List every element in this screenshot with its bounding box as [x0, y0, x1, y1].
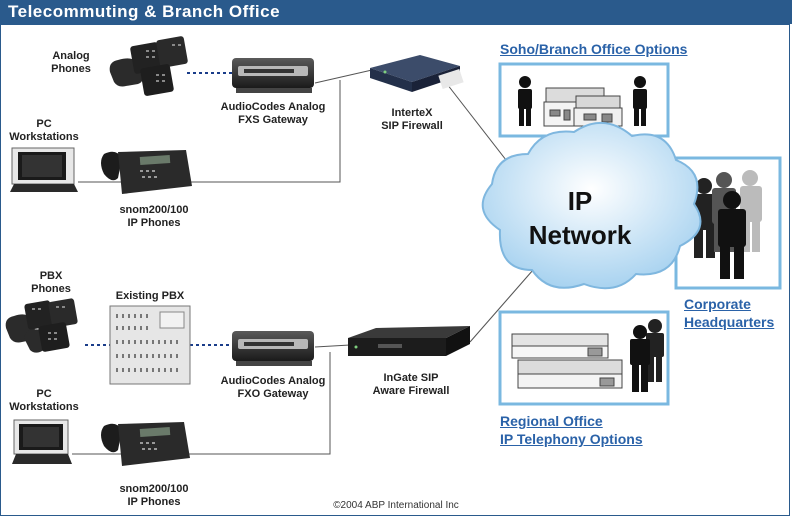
- regional-office-link[interactable]: Regional Office IP Telephony Options: [500, 413, 643, 447]
- analog-phones-icon: [109, 36, 188, 96]
- people-pair-icon: [630, 319, 664, 392]
- ip-network-cloud-icon: [481, 121, 702, 290]
- intertex-firewall-label: InterteX SIP Firewall: [381, 107, 443, 132]
- ip-phones-label-top: snom200/100 IP Phones: [119, 204, 189, 229]
- existing-pbx-label: Existing PBX: [115, 290, 185, 302]
- corporate-headquarters-link[interactable]: Corporate Headquarters: [684, 296, 775, 330]
- title-bar: Telecommuting & Branch Office: [0, 0, 792, 24]
- pbx-phones-label: PBX Phones: [31, 270, 71, 295]
- soho-branch-link[interactable]: Soho/Branch Office Options: [500, 41, 688, 57]
- person-icon: [633, 76, 647, 126]
- ingate-firewall-label: InGate SIP Aware Firewall: [372, 372, 450, 397]
- fxs-gateway-label: AudioCodes Analog FXS Gateway: [220, 101, 326, 126]
- building-icon: [543, 87, 623, 127]
- ip-phone-icon-top: [101, 150, 192, 194]
- fxs-gateway-icon: [232, 58, 314, 93]
- pc-workstations-label-bottom: PC Workstations: [9, 388, 79, 413]
- cloud-label-network: Network: [528, 220, 632, 250]
- laptop-icon-top: [10, 147, 78, 192]
- line-fxs-intertex: [314, 69, 373, 84]
- regional-office-panel: [498, 310, 670, 406]
- cloud-label-ip: IP: [567, 186, 593, 216]
- soho-branch-panel: [498, 62, 670, 138]
- analog-phones-label: Analog Phones: [51, 50, 91, 75]
- ip-phones-label-bottom: snom200/100 IP Phones: [119, 483, 189, 508]
- diagram-frame: [0, 24, 790, 516]
- pc-workstations-label-top: PC Workstations: [9, 118, 79, 143]
- ip-phone-icon-bottom: [101, 422, 190, 466]
- fxo-gateway-label: AudioCodes Analog FXO Gateway: [220, 375, 326, 400]
- person-icon: [518, 76, 532, 126]
- people-group-icon: [692, 170, 762, 279]
- pbx-phones-icon: [5, 298, 78, 353]
- copyright-footer: ©2004 ABP International Inc: [333, 500, 459, 511]
- building-icon: [511, 333, 623, 389]
- ingate-firewall-icon: [348, 326, 470, 356]
- line-fxo-ingate: [314, 344, 351, 348]
- fxo-gateway-icon: [232, 331, 314, 366]
- intertex-firewall-icon: [370, 55, 464, 92]
- page-title: Telecommuting & Branch Office: [8, 2, 281, 21]
- line-ingate-cloud: [469, 261, 541, 343]
- laptop-icon-bottom: [12, 419, 72, 464]
- pbx-cabinet-icon: [109, 305, 191, 385]
